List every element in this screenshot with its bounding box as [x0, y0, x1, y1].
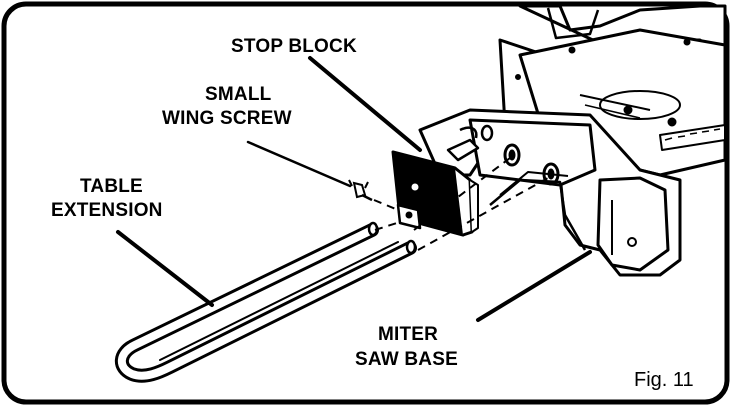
- leader-small-wing-screw: [246, 140, 352, 188]
- leader-miter-saw-base: [476, 250, 592, 322]
- label-stop-block: STOP BLOCK: [231, 36, 357, 57]
- leader-stop-block: [308, 56, 422, 152]
- table-extension: [114, 221, 417, 383]
- miter-saw-base: [418, 4, 727, 277]
- figure-caption: Fig. 11: [634, 369, 694, 391]
- label-small-wing-screw-line1: SMALL: [205, 84, 272, 105]
- label-small-wing-screw-line2: WING SCREW: [162, 108, 292, 129]
- stop-block: [391, 150, 479, 237]
- label-table-extension-line2: EXTENSION: [51, 200, 163, 221]
- leader-table-extension: [116, 230, 214, 307]
- leader-lines: [116, 56, 592, 322]
- label-miter-saw-base-line1: MITER: [378, 324, 438, 345]
- label-miter-saw-base-line2: SAW BASE: [355, 349, 458, 370]
- small-wing-screw: [348, 179, 373, 202]
- label-table-extension-line1: TABLE: [80, 176, 143, 197]
- alignment-lines: [373, 157, 549, 251]
